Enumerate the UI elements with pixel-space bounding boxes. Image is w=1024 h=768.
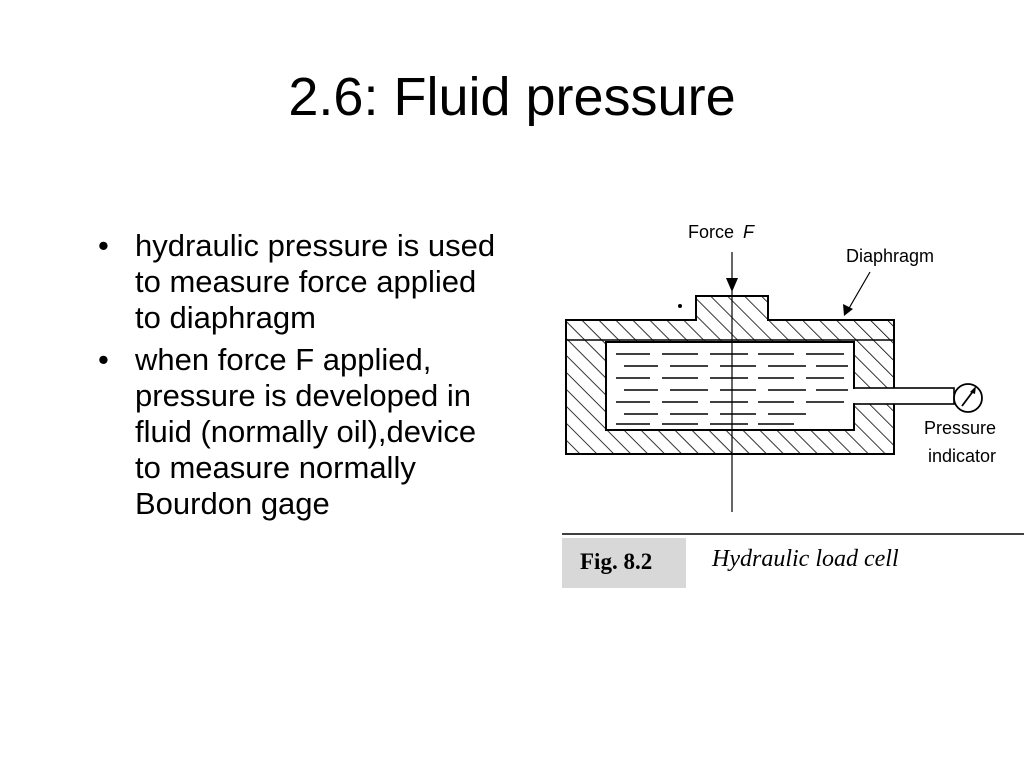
bullet-text: when force F applied, pressure is develo… [135, 342, 477, 521]
pressure-gauge-icon [953, 383, 983, 413]
figure-number: Fig. 8.2 [580, 549, 653, 574]
bullet-symbol: • [98, 342, 109, 377]
figure-caption: Hydraulic load cell [712, 546, 899, 572]
figure-number-box: Fig. 8.2 [562, 538, 686, 588]
diaphragm-leader [843, 271, 871, 316]
diaphragm-label: Diaphragm [846, 246, 935, 266]
bullet-list: • hydraulic pressure is used to measure … [90, 228, 510, 528]
force-label: Force F [688, 222, 755, 242]
fluid [616, 353, 848, 425]
bullet-item: • hydraulic pressure is used to measure … [90, 228, 510, 336]
housing [565, 295, 955, 455]
pressure-indicator-label-line1: Pressure [924, 418, 997, 438]
bullet-symbol: • [98, 228, 109, 263]
bullet-text: hydraulic pressure is used to measure fo… [135, 228, 496, 335]
pressure-indicator-label-line2: indicator [928, 446, 997, 466]
bullet-item: • when force F applied, pressure is deve… [90, 342, 510, 522]
hydraulic-load-cell-figure: Force F Diaphragm Pressure indicator Fig… [558, 212, 1024, 602]
dot-mark [678, 304, 682, 308]
force-arrow [726, 252, 738, 512]
slide-title: 2.6: Fluid pressure [288, 67, 736, 127]
load-cell-diagram [562, 252, 1024, 535]
